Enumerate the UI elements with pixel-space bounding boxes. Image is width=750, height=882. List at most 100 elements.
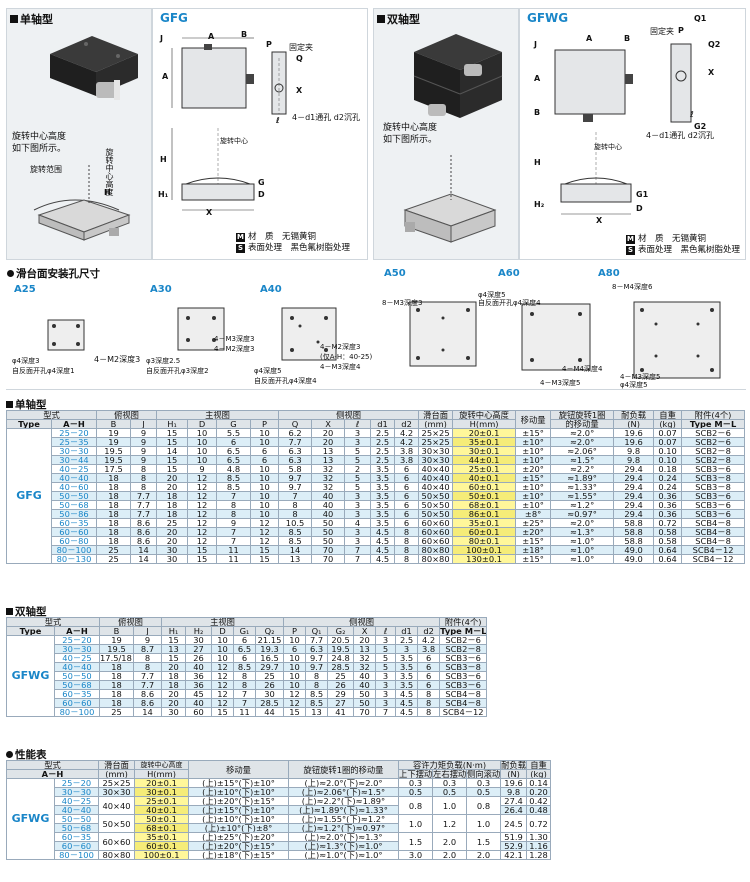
- gfg-dim-a-vert: A: [162, 72, 169, 81]
- table-cell: 10: [283, 680, 307, 690]
- table-cell: 50－68: [53, 680, 101, 690]
- table-cell: 0.5: [466, 787, 502, 797]
- table-cell: 8.6: [133, 698, 163, 708]
- table-cell: 35±0.1: [134, 832, 190, 842]
- table-cell: 18: [99, 680, 135, 690]
- table-cell: 41: [327, 707, 355, 717]
- table-cell: 8: [278, 500, 313, 510]
- table-cell: 1.5: [398, 832, 434, 851]
- single-type-cell: GFG: [6, 428, 52, 564]
- table-cell: 24.8: [327, 653, 355, 663]
- table-cell: 8: [130, 473, 158, 483]
- table-cell: 7: [344, 554, 372, 564]
- table-cell: 5: [344, 455, 372, 465]
- table-cell: 6: [283, 644, 307, 654]
- table-cell: 9: [133, 635, 163, 645]
- table-cell: (上)≈2.0°(下)≈1.3°: [288, 832, 400, 842]
- table-cell: 8.5: [278, 536, 313, 546]
- table-cell: 18: [161, 680, 187, 690]
- table-cell: 40－25: [50, 464, 98, 474]
- single-col-h1: H₁: [156, 419, 189, 429]
- table-cell: 3: [344, 437, 372, 447]
- table-cell: 50: [311, 518, 346, 528]
- table-cell: 10: [250, 464, 280, 474]
- table-cell: 25±0.1: [452, 464, 517, 474]
- table-cell: 8: [394, 554, 420, 564]
- gfg-code: GFG: [160, 11, 188, 25]
- table-cell: 1.0: [432, 796, 468, 815]
- table-cell: 19: [99, 635, 135, 645]
- table-cell: 12: [283, 698, 307, 708]
- table-cell: 10: [187, 437, 218, 447]
- perf-head-rch: 旋转中心高度: [134, 760, 190, 770]
- table-cell: ±15°: [515, 554, 552, 564]
- perf-table-title: 性能表: [6, 747, 47, 762]
- table-cell: 52.9: [500, 841, 528, 851]
- table-cell: ≈2.0°: [550, 518, 615, 528]
- table-cell: 4.8: [216, 464, 252, 474]
- single-col-l: ℓ: [344, 419, 372, 429]
- table-cell: 10: [283, 635, 307, 645]
- single-head-type: Type: [6, 419, 52, 429]
- table-cell: 14: [130, 554, 158, 564]
- table-cell: SCB2－6: [681, 428, 746, 438]
- table-cell: 13: [311, 455, 346, 465]
- single-head-acc2: Type M－L: [681, 419, 746, 429]
- table-cell: 35±0.1: [452, 518, 517, 528]
- table-cell: 60－35: [50, 518, 98, 528]
- table-cell: 19.5: [99, 644, 135, 654]
- mount-a30-hole: 4－M3深度3: [214, 335, 255, 343]
- gfg-dim-x-side: X: [296, 86, 303, 95]
- table-cell: 8: [133, 653, 163, 663]
- table-cell: 27: [185, 644, 213, 654]
- single-head-ah: A－H: [50, 419, 98, 429]
- table-cell: 18: [156, 509, 189, 519]
- table-cell: ≈1.89°: [550, 473, 615, 483]
- dual-rotation-sketch: [403, 155, 497, 243]
- dual-col-d1: d1: [395, 626, 419, 636]
- table-cell: SCB2－6: [681, 437, 746, 447]
- single-col-j: J: [130, 419, 158, 429]
- table-cell: (上)≈1.55°(下)≈1.2°: [288, 814, 400, 824]
- table-cell: 18: [161, 671, 187, 681]
- gfwg-dim-d: D: [636, 204, 643, 213]
- table-cell: 30－30: [53, 787, 100, 797]
- table-cell: 26: [185, 653, 213, 663]
- table-cell: 5: [344, 482, 372, 492]
- table-cell: 18: [96, 500, 132, 510]
- mount-a60-hole2: 4－M3深度5: [540, 379, 581, 387]
- gfwg-drawing: [554, 43, 692, 215]
- gfwg-dim-h: H: [534, 158, 541, 167]
- table-cell: 15: [187, 545, 218, 555]
- table-cell: 13: [353, 644, 377, 654]
- table-cell: 60－35: [53, 832, 100, 842]
- table-cell: 3: [375, 680, 397, 690]
- table-cell: 4.5: [395, 698, 419, 708]
- table-cell: 2.5: [370, 428, 396, 438]
- table-cell: 68±0.1: [452, 500, 517, 510]
- table-cell: 4.5: [395, 707, 419, 717]
- table-cell: 30－44: [50, 455, 98, 465]
- table-cell: 1.0: [466, 814, 502, 833]
- table-cell: ≈1.55°: [550, 491, 615, 501]
- table-cell: 18: [99, 671, 135, 681]
- table-cell: 7.7: [305, 635, 329, 645]
- table-cell: 11: [216, 554, 252, 564]
- table-cell: 40±0.1: [134, 805, 190, 815]
- table-cell: 30: [161, 707, 187, 717]
- table-cell: 30×30: [98, 787, 136, 797]
- table-cell: 5.8: [278, 464, 313, 474]
- table-cell: 18: [99, 662, 135, 672]
- table-cell: 50－68: [53, 823, 100, 833]
- table-cell: 11: [233, 707, 257, 717]
- table-cell: 19.3: [255, 644, 285, 654]
- gfg-dim-q: Q: [296, 54, 303, 63]
- table-cell: 0.20: [526, 787, 552, 797]
- table-cell: 8: [305, 680, 329, 690]
